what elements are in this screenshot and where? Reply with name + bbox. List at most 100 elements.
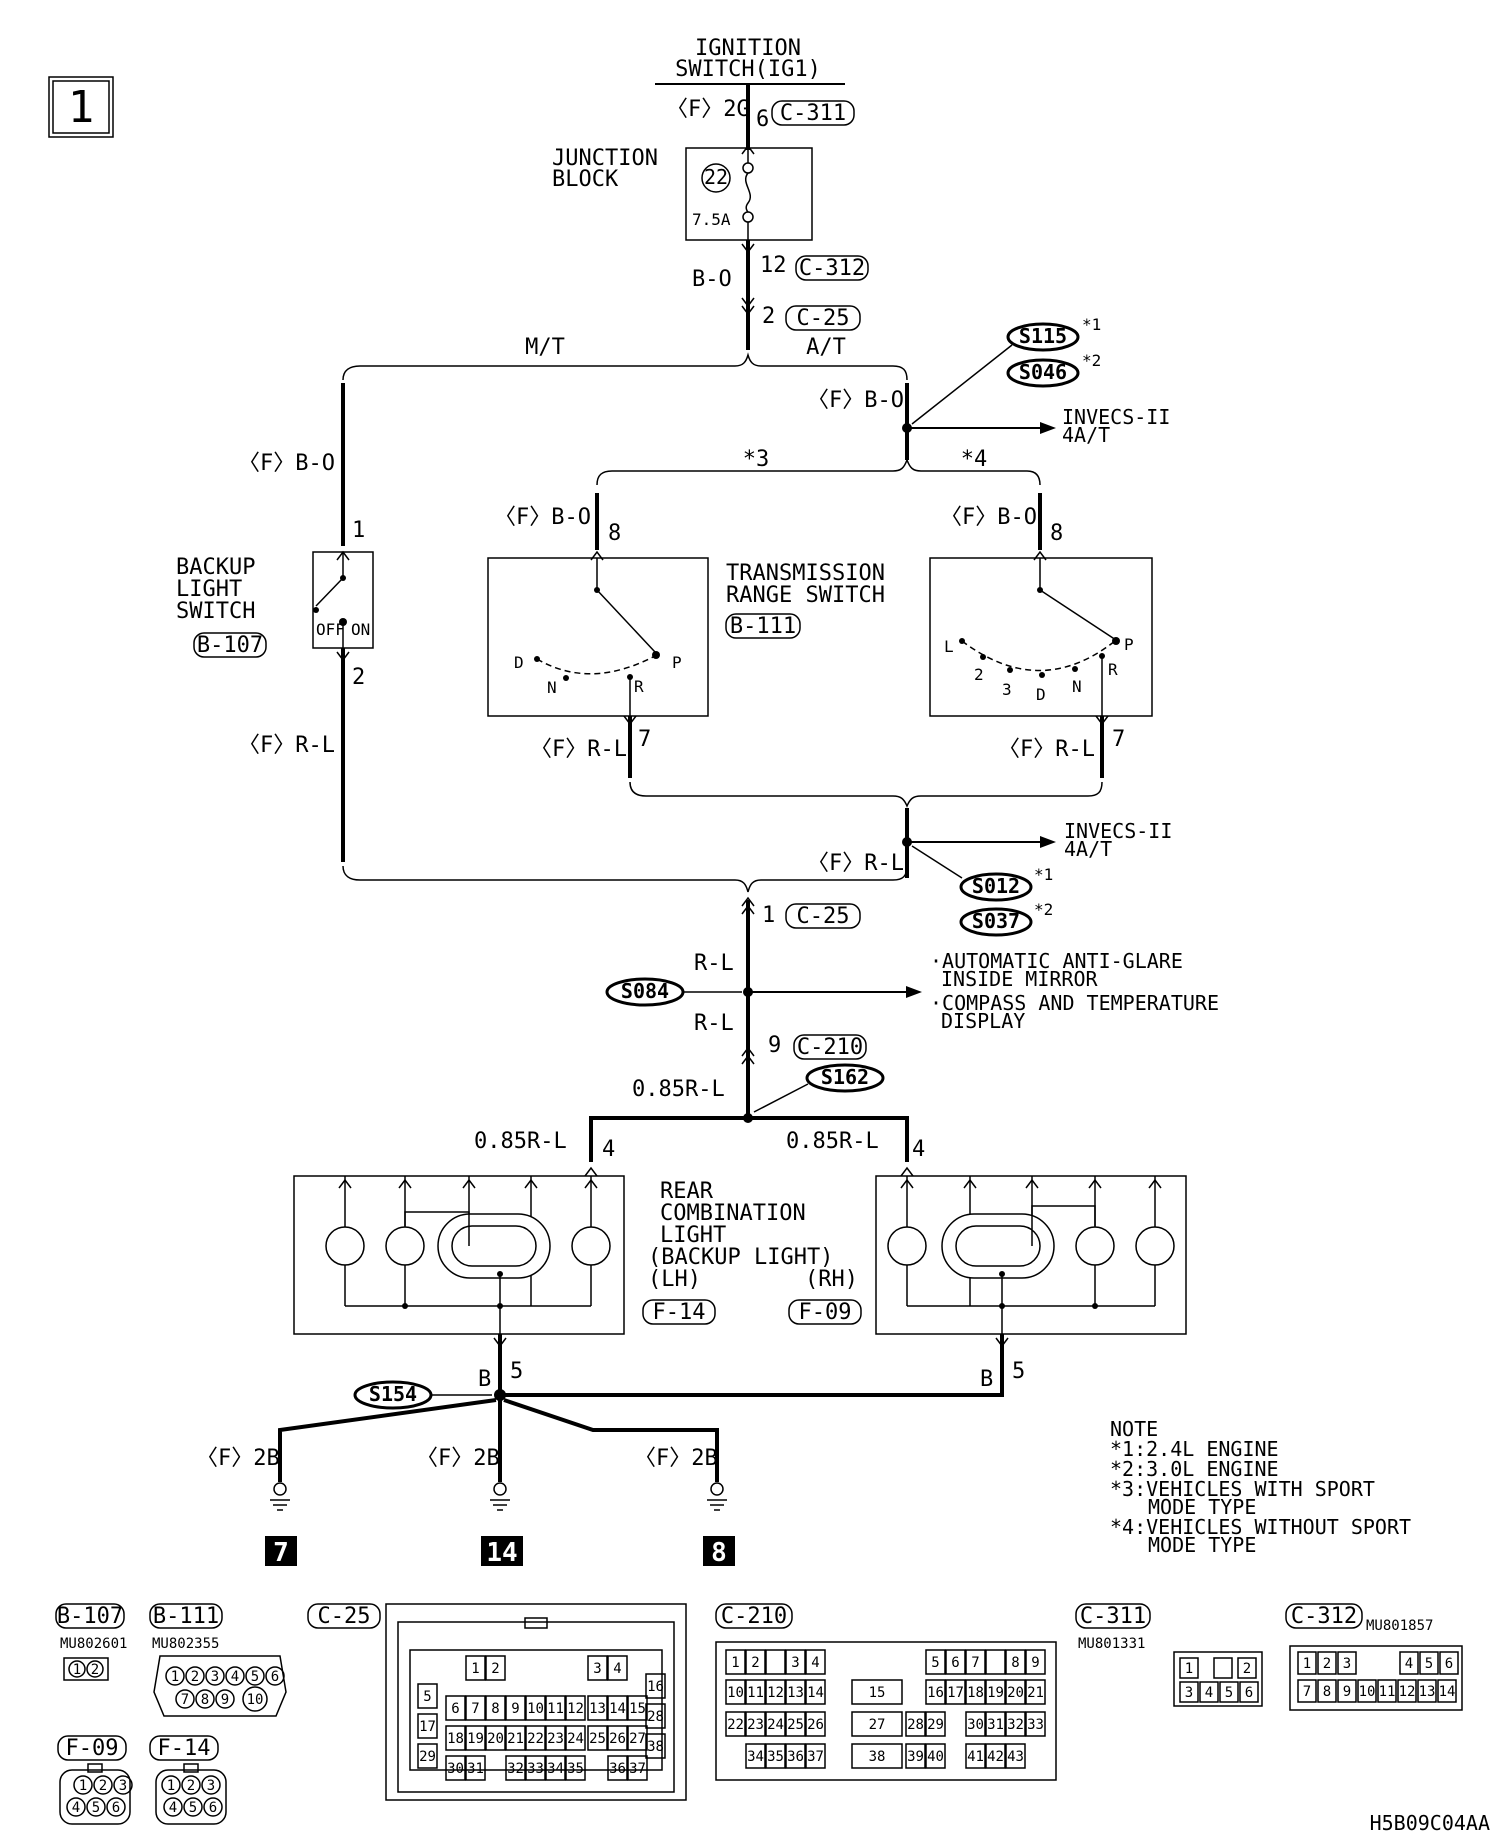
- connector-label: C-210: [797, 1035, 863, 1060]
- note-title: NOTE: [1110, 1417, 1158, 1441]
- wire-label: 0.85R-L: [632, 1077, 725, 1102]
- splice-dot: [494, 1389, 506, 1401]
- connector-cavity: [745, 1743, 766, 1769]
- bulb-icon: [1135, 1226, 1175, 1266]
- connector-chevron-icon: [900, 1166, 914, 1177]
- backup-light-switch: BACKUP LIGHT SWITCH B-107 OFF ON: [176, 551, 374, 658]
- display-label-1: ·COMPASS AND TEMPERATURE: [930, 991, 1219, 1015]
- splice-label: S162: [821, 1065, 869, 1089]
- svg-text:6: 6: [112, 1800, 120, 1816]
- connector-pin-number: 21: [1027, 1685, 1044, 1701]
- svg-text:2: 2: [191, 1669, 199, 1685]
- connector-cavity: [505, 1695, 526, 1721]
- connector-cavity: [607, 1755, 628, 1781]
- connector-pin-number: 34: [747, 1749, 764, 1765]
- connector-pin-number: 30: [447, 1761, 464, 1777]
- switch-blade-icon: [315, 577, 344, 607]
- notes: NOTE *1:2.4L ENGINE *2:3.0L ENGINE *3:VE…: [1110, 1417, 1411, 1557]
- wire-ground-rh: [500, 1334, 1004, 1397]
- connector-pin-number: 5: [931, 1655, 939, 1671]
- wire-ground-c: [503, 1398, 719, 1482]
- connector-cavity: [607, 1725, 628, 1751]
- connector-pin-number: 34: [547, 1761, 564, 1777]
- connector-pin-number: 10: [1359, 1684, 1376, 1700]
- connector-view-f14: F-14 1 2 3 4 5 6: [149, 1735, 227, 1825]
- splice-label: S084: [621, 979, 669, 1003]
- connector-pin-number: 24: [567, 1731, 584, 1747]
- svg-text:6: 6: [1245, 1685, 1253, 1701]
- svg-text:4: 4: [231, 1669, 239, 1685]
- connector-pin-number: 7: [471, 1701, 479, 1717]
- connector-cavity: [445, 1695, 466, 1721]
- junction-block: JUNCTION BLOCK 22 7.5A: [552, 146, 813, 241]
- connector-pin-number: 6: [951, 1655, 959, 1671]
- splice-pointer: [753, 1083, 809, 1113]
- connector-pin-number: 21: [507, 1731, 524, 1747]
- connector-cavity: [945, 1649, 966, 1675]
- connector-pin-number: 12: [767, 1685, 784, 1701]
- ground-symbol-icon: [707, 1482, 727, 1511]
- connector-cavity: [545, 1755, 566, 1781]
- connector-cavity: [465, 1695, 486, 1721]
- connector-cavity: [1005, 1711, 1026, 1737]
- selector-blade-icon: [1039, 589, 1117, 641]
- pin-label: 6: [756, 107, 769, 132]
- pin-label: 5: [510, 1359, 523, 1384]
- splice-label: S154: [369, 1382, 417, 1406]
- connector-cavity: [587, 1655, 608, 1681]
- splice-note: *2: [1082, 351, 1101, 370]
- connector-cavity: [1337, 1651, 1357, 1675]
- invecs-label-1: INVECS-II: [1064, 819, 1172, 843]
- wire-label: R-L: [694, 951, 734, 976]
- connector-label: F-14: [653, 1300, 706, 1325]
- connector-chevron-icon: [584, 1166, 598, 1177]
- connector-pin-number: 32: [507, 1761, 524, 1777]
- svg-text:2: 2: [187, 1778, 195, 1794]
- connector-cavity: [725, 1679, 746, 1705]
- connector-pin-number: 4: [811, 1655, 819, 1671]
- connector-pin-number: 14: [609, 1701, 626, 1717]
- connector-pin-number: 7: [971, 1655, 979, 1671]
- wire-label: B: [980, 1367, 993, 1392]
- connector-pin-number: 12: [567, 1701, 584, 1717]
- note-4a: *4:VEHICLES WITHOUT SPORT: [1110, 1515, 1411, 1539]
- transmission-range-switch-right: L 2 3 D N R P: [929, 557, 1153, 717]
- connector-pin-number: 28: [907, 1717, 924, 1733]
- connector-pin-number: 10: [727, 1685, 744, 1701]
- pin-label: 1: [762, 903, 775, 928]
- connector-pin-number: 39: [907, 1749, 924, 1765]
- branch-label: *3: [743, 447, 770, 472]
- svg-text:C-311: C-311: [1080, 1604, 1146, 1629]
- svg-text:6: 6: [209, 1800, 217, 1816]
- connector-cavity: [565, 1695, 586, 1721]
- ground-point-badge: [265, 1536, 297, 1566]
- connector-cavity: [851, 1679, 903, 1705]
- switch-position-on: ON: [351, 620, 370, 639]
- connector-pin-number: 29: [927, 1717, 944, 1733]
- trs-label-2: RANGE SWITCH: [726, 583, 885, 608]
- range-pos: R: [1108, 660, 1118, 679]
- connector-cavity: [545, 1695, 566, 1721]
- backup-bulb-icon: [887, 1226, 927, 1266]
- connector-pin-number: 38: [647, 1739, 664, 1755]
- connector-pin-number: 37: [807, 1749, 824, 1765]
- wire-label: 〈F〉B-O: [494, 505, 591, 530]
- wire-label: 0.85R-L: [474, 1129, 567, 1154]
- connector-cavity: [805, 1711, 826, 1737]
- svg-text:MU801331: MU801331: [1078, 1636, 1145, 1652]
- connector-cavity: [985, 1679, 1006, 1705]
- connector-pin-number: 14: [1439, 1684, 1456, 1700]
- arrow-icon: [1040, 836, 1056, 848]
- connector-chevron-icon: [741, 896, 755, 907]
- connector-pin-number: 5: [423, 1689, 431, 1705]
- connector-cavity: [587, 1695, 608, 1721]
- connector-pin-number: 3: [593, 1661, 601, 1677]
- wire-label: 〈F〉R-L: [998, 737, 1095, 762]
- note-1: *1:2.4L ENGINE: [1110, 1437, 1279, 1461]
- svg-text:C-312: C-312: [1291, 1604, 1357, 1629]
- connector-cavity: [565, 1725, 586, 1751]
- wire-label: 〈F〉R-L: [530, 737, 627, 762]
- pin-label: 4: [602, 1137, 615, 1162]
